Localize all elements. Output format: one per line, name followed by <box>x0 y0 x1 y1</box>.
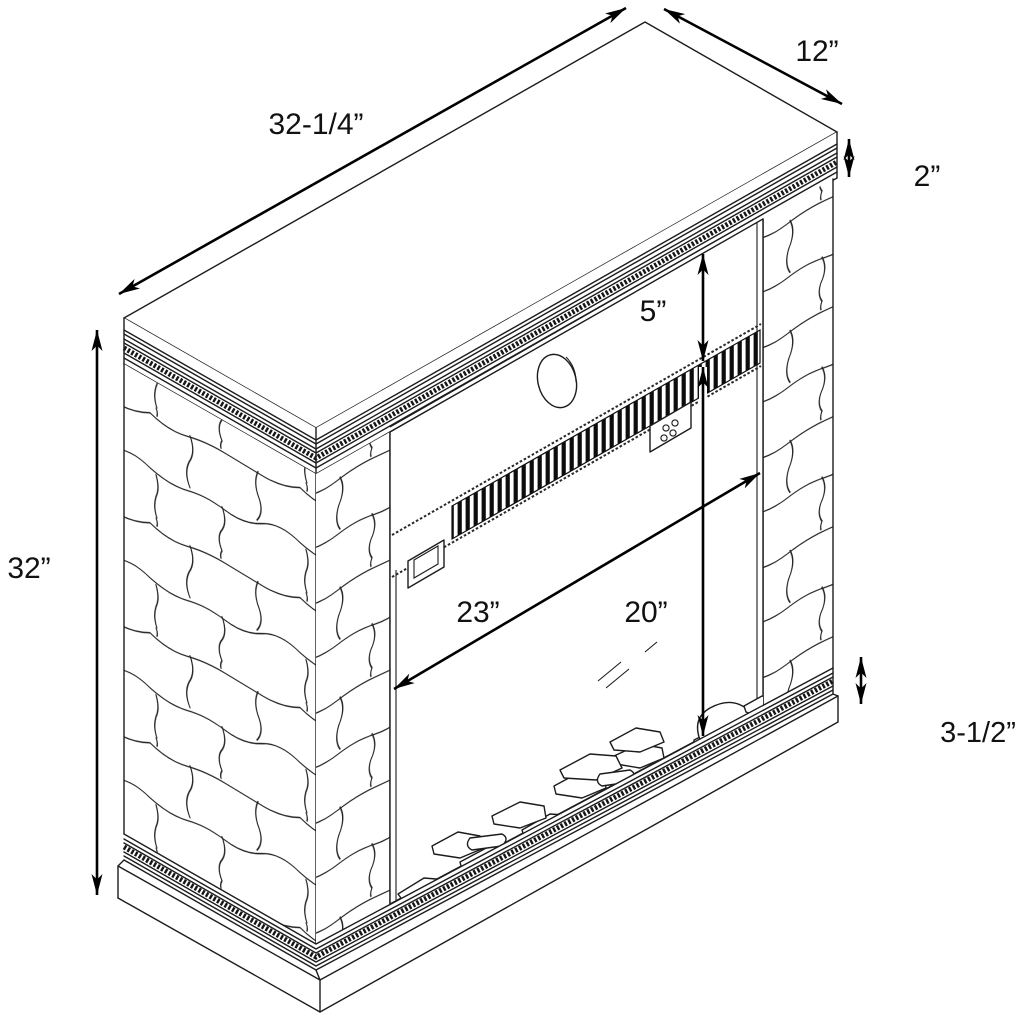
dimension-label-base-height: 3-1/2” <box>940 717 1016 749</box>
dimension-label-depth: 12” <box>795 35 838 68</box>
left-end-stone-panel <box>123 363 317 945</box>
plinth-edges <box>117 667 839 1013</box>
dimension-label-mantel-thickness: 2” <box>914 160 941 193</box>
right-column-stone-pattern <box>763 179 833 705</box>
base-molding-top-line <box>123 667 834 945</box>
dimension-panel-height: 5” <box>640 254 709 361</box>
control-button <box>671 419 679 427</box>
front-right-stone-column <box>762 178 834 706</box>
dimensions: 32-1/4” 12” 2” 5” 32” 23” 20” 3- <box>7 6 1016 895</box>
dimension-opening-height: 20” <box>624 367 709 736</box>
control-panel <box>649 401 692 453</box>
base-assembly <box>117 667 839 1013</box>
left-end-stone-pattern <box>124 364 316 944</box>
base-molding-line <box>123 672 834 950</box>
cord-hole-rim <box>565 356 577 383</box>
dimension-label-panel-height: 5” <box>640 295 667 328</box>
base-molding-line <box>123 689 834 967</box>
dimension-top-width: 32-1/4” <box>118 6 627 296</box>
dimension-arrow-top-width <box>118 6 627 296</box>
control-panel-plate <box>649 401 692 453</box>
dimension-overall-height: 32” <box>7 330 103 895</box>
base-molding-line <box>123 685 834 963</box>
recess-top-inner-line <box>389 213 764 428</box>
dimension-arrow-depth <box>663 7 843 106</box>
control-button <box>660 434 668 442</box>
dimension-depth: 12” <box>663 7 843 106</box>
dimension-label-opening-height: 20” <box>624 596 667 629</box>
dimension-mantel-thickness: 2” <box>843 139 941 193</box>
dimension-label-overall-height: 32” <box>7 552 50 585</box>
dimension-base-height: 3-1/2” <box>855 657 1016 749</box>
left-column-stone-pattern <box>316 432 390 944</box>
dimension-label-opening-width: 23” <box>456 596 499 629</box>
control-button <box>662 424 670 432</box>
base-molding-line <box>123 676 834 954</box>
control-button <box>669 429 677 437</box>
dimension-label-top-width: 32-1/4” <box>268 108 363 141</box>
base-molding-hatch-band <box>122 678 835 960</box>
